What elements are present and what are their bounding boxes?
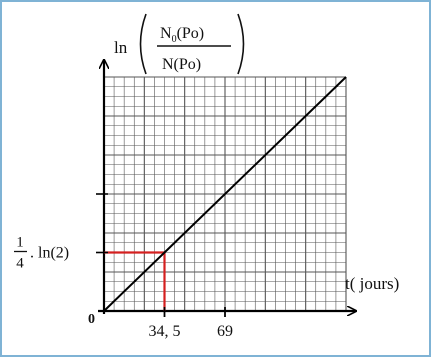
- ylabel-numerator: N0(Po): [160, 25, 204, 45]
- ylabel-prefix: ln: [114, 38, 128, 57]
- x-tick-label: 69: [217, 323, 233, 340]
- origin-label: 0: [88, 312, 95, 327]
- y-tick-label-text: . ln(2): [30, 245, 69, 262]
- ticks: 34, 5 69 1 4 . ln(2): [14, 193, 233, 340]
- y-tick-label-numerator: 1: [16, 235, 24, 251]
- left-paren: [139, 13, 147, 75]
- red-guides: [104, 251, 166, 311]
- y-axis-label: ln N0(Po) N(Po): [114, 13, 245, 75]
- ylabel-denominator: N(Po): [162, 56, 201, 73]
- x-axis-label: t( jours): [345, 274, 399, 293]
- x-tick-label: 34, 5: [149, 323, 181, 340]
- series-line: [103, 76, 347, 312]
- right-paren: [237, 13, 245, 75]
- y-tick-label-denominator: 4: [16, 256, 24, 272]
